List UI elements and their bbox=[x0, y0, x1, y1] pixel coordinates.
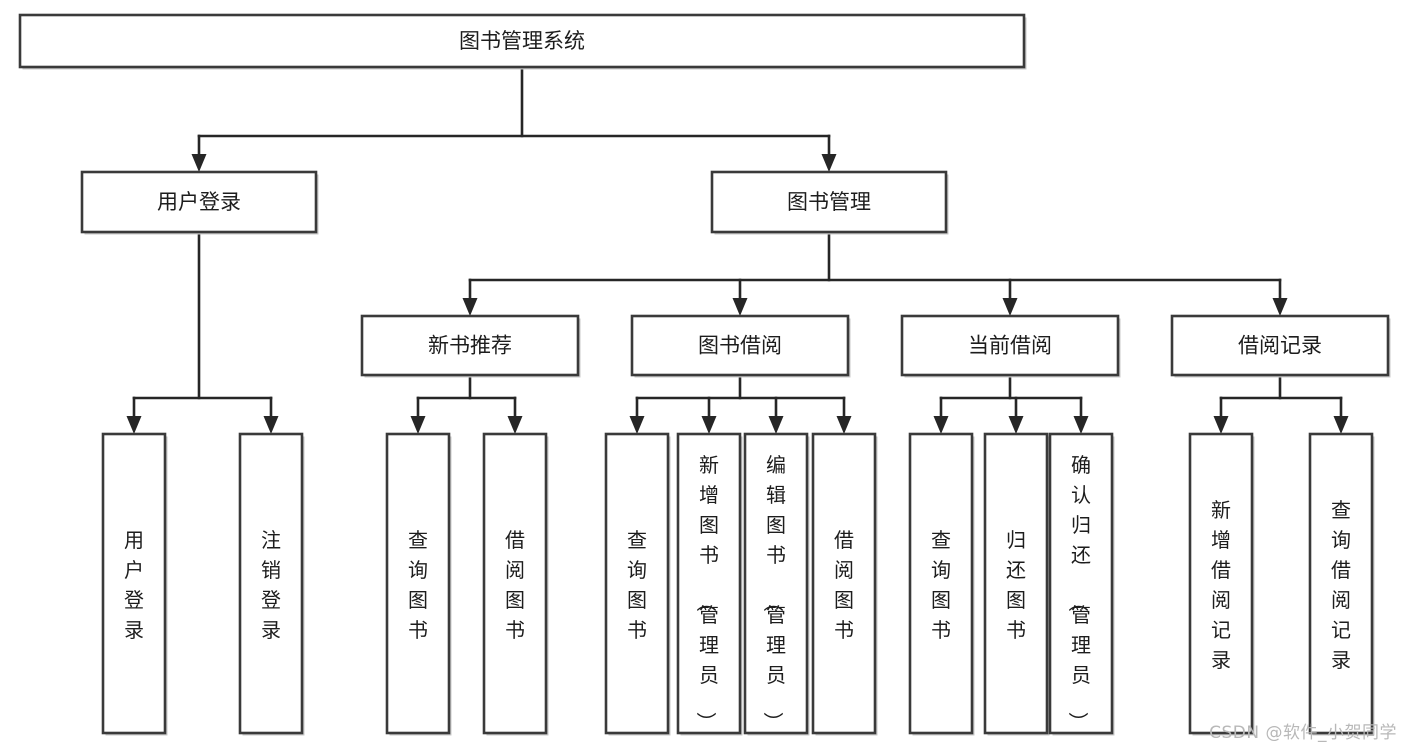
node-box bbox=[238, 432, 304, 735]
node-box bbox=[676, 432, 742, 735]
node-label: 用户登录 bbox=[124, 528, 144, 642]
node-label: 新增图书（管理员） bbox=[694, 453, 719, 732]
node-label: 注销登录 bbox=[261, 528, 281, 642]
node-box bbox=[811, 432, 877, 735]
node-box bbox=[1308, 432, 1374, 735]
node-box bbox=[80, 170, 318, 234]
node-box bbox=[710, 170, 948, 234]
node-leaf-query-book-2[interactable]: 查询图书 bbox=[604, 432, 671, 736]
node-leaf-query-book-3[interactable]: 查询图书 bbox=[908, 432, 975, 736]
node-leaf-add-book[interactable]: 新增图书（管理员） bbox=[676, 432, 743, 736]
node-box bbox=[18, 13, 1026, 69]
node-box bbox=[604, 432, 670, 735]
node-user-login[interactable]: 用户登录 bbox=[80, 170, 319, 235]
node-book-borrow[interactable]: 图书借阅 bbox=[630, 314, 851, 378]
connector-layer bbox=[126, 65, 1349, 434]
node-borrow-record[interactable]: 借阅记录 bbox=[1170, 314, 1391, 378]
node-label: 新增借阅记录 bbox=[1211, 498, 1231, 672]
node-book-manage[interactable]: 图书管理 bbox=[710, 170, 949, 235]
node-layer: 图书管理系统用户登录图书管理新书推荐图书借阅当前借阅借阅记录用户登录注销登录查询… bbox=[18, 13, 1391, 736]
node-leaf-return-book[interactable]: 归还图书 bbox=[983, 432, 1050, 736]
node-box bbox=[630, 314, 850, 377]
node-label: 编辑图书（管理员） bbox=[761, 453, 786, 732]
node-current-borrow[interactable]: 当前借阅 bbox=[900, 314, 1121, 378]
node-box bbox=[908, 432, 974, 735]
node-leaf-edit-book[interactable]: 编辑图书（管理员） bbox=[743, 432, 810, 736]
node-label: 归还图书 bbox=[1006, 528, 1026, 642]
node-box bbox=[101, 432, 167, 735]
node-label: 查询图书 bbox=[408, 528, 428, 642]
node-leaf-confirm-return[interactable]: 确认归还（管理员） bbox=[1048, 432, 1115, 736]
node-label: 确认归还（管理员） bbox=[1066, 453, 1091, 732]
node-leaf-borrow-book-2[interactable]: 借阅图书 bbox=[811, 432, 878, 736]
node-label: 新书推荐 bbox=[428, 334, 512, 358]
node-leaf-query-book-1[interactable]: 查询图书 bbox=[385, 432, 452, 736]
node-label: 借阅记录 bbox=[1238, 334, 1322, 358]
node-label: 查询图书 bbox=[627, 528, 647, 642]
node-leaf-user-login[interactable]: 用户登录 bbox=[101, 432, 168, 736]
node-label: 当前借阅 bbox=[968, 334, 1052, 358]
node-label: 图书借阅 bbox=[698, 334, 782, 358]
node-root[interactable]: 图书管理系统 bbox=[18, 13, 1027, 70]
node-label: 查询图书 bbox=[931, 528, 951, 642]
node-box bbox=[983, 432, 1049, 735]
node-box bbox=[743, 432, 809, 735]
node-box bbox=[1170, 314, 1390, 377]
node-leaf-add-record[interactable]: 新增借阅记录 bbox=[1188, 432, 1255, 736]
node-box bbox=[1048, 432, 1114, 735]
node-box bbox=[482, 432, 548, 735]
node-leaf-borrow-book-1[interactable]: 借阅图书 bbox=[482, 432, 549, 736]
node-label: 用户登录 bbox=[157, 190, 241, 214]
node-box bbox=[900, 314, 1120, 377]
node-label: 图书管理 bbox=[787, 190, 871, 214]
node-label: 查询借阅记录 bbox=[1331, 498, 1351, 672]
node-label: 借阅图书 bbox=[834, 528, 854, 642]
node-label: 借阅图书 bbox=[505, 528, 525, 642]
node-box bbox=[385, 432, 451, 735]
node-label: 图书管理系统 bbox=[459, 29, 585, 53]
node-new-book-recommend[interactable]: 新书推荐 bbox=[360, 314, 581, 378]
node-box bbox=[360, 314, 580, 377]
node-leaf-query-record[interactable]: 查询借阅记录 bbox=[1308, 432, 1375, 736]
node-leaf-user-logout[interactable]: 注销登录 bbox=[238, 432, 305, 736]
node-box bbox=[1188, 432, 1254, 735]
